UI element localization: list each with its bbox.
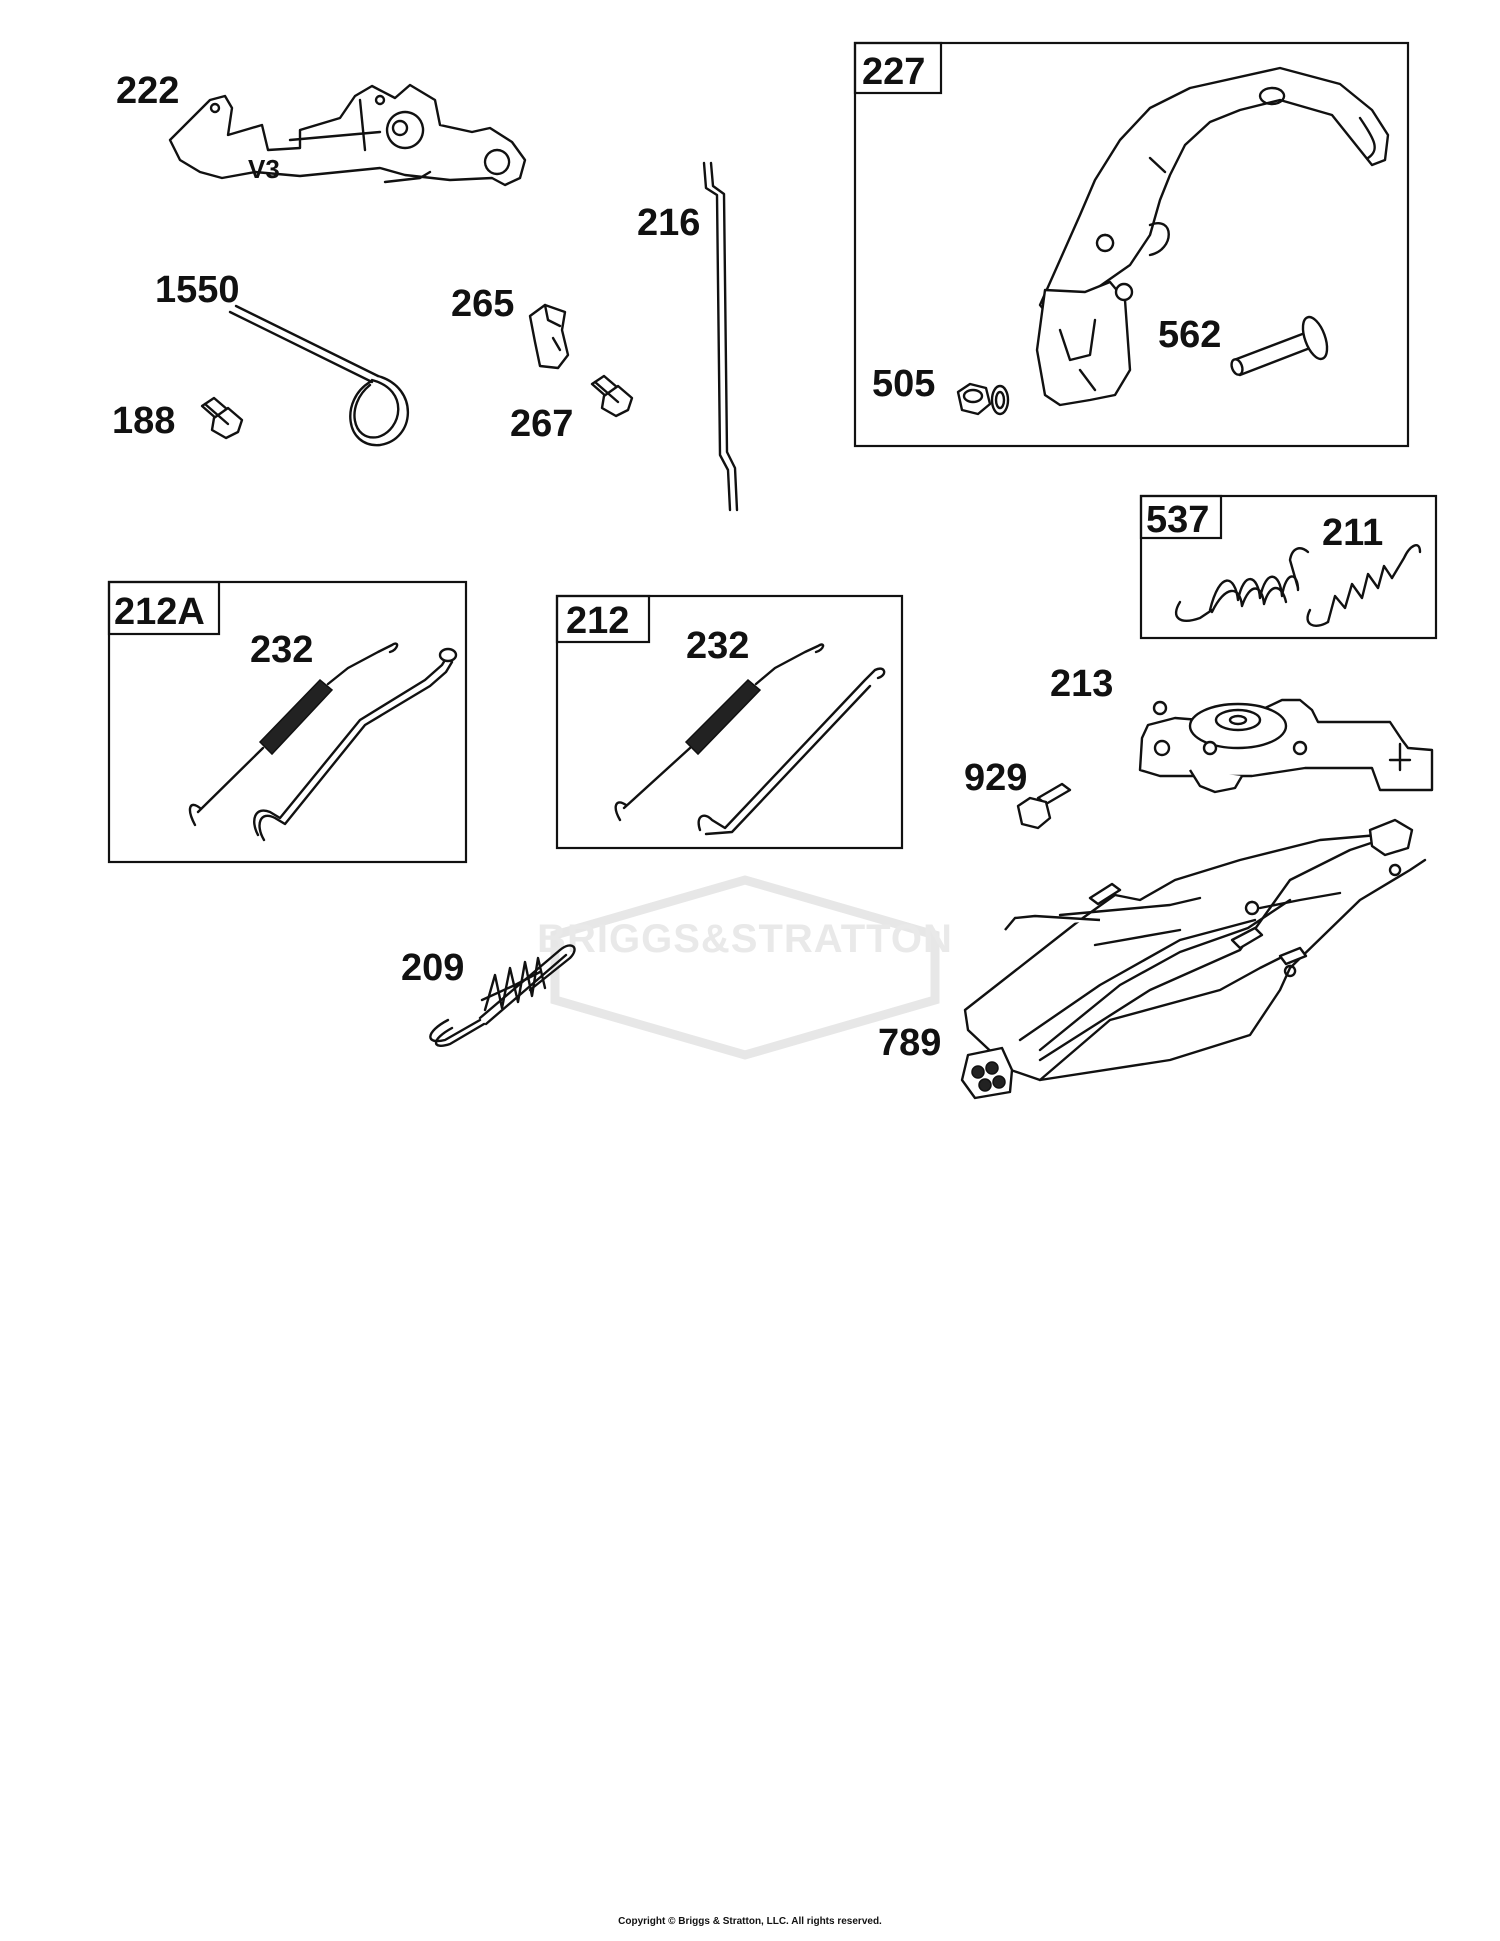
callout-212: 212 [566,600,629,642]
part-929-bolt [1016,782,1072,830]
box-212A [107,580,468,864]
callout-216: 216 [637,202,700,244]
callout-222: 222 [116,70,179,112]
box-537 [1139,494,1438,640]
part-789-wire-harness [960,818,1427,1100]
box-227-label-frame [853,41,943,95]
box-212 [555,594,904,850]
part-265-clip [528,303,570,370]
part-537-spring [1174,547,1310,622]
part-216-rod [702,161,739,512]
callout-213: 213 [1050,663,1113,705]
box-212-label-frame [555,594,651,644]
callout-505: 505 [872,363,935,405]
callout-209: 209 [401,947,464,989]
part-1550-spring-pin [228,304,410,447]
callout-537: 537 [1146,499,1209,541]
label-v3: V3 [248,154,280,184]
part-188-screw [200,396,244,440]
callout-265: 265 [451,283,514,325]
watermark-text: BRIGGS&STRATTON [537,917,953,961]
copyright-notice: Copyright © Briggs & Stratton, LLC. All … [618,1916,882,1927]
part-209-spring [429,944,576,1047]
callout-188: 188 [112,400,175,442]
box-227 [853,41,1410,448]
box-212A-label-frame [107,580,221,636]
part-267-screw [590,374,634,418]
part-212A-rod [253,647,458,842]
part-232-spring-a [188,642,399,827]
part-505-nut-washer [956,382,1010,416]
callout-211: 211 [1322,512,1383,554]
callout-1550: 1550 [155,269,240,311]
callout-929: 929 [964,757,1027,799]
callout-232-a: 232 [250,629,313,671]
callout-267: 267 [510,403,573,445]
part-562-carriage-bolt [1230,315,1329,377]
callout-212A: 212A [114,591,205,633]
part-213-idler-bracket [1138,698,1434,794]
callout-789: 789 [878,1022,941,1064]
callout-562: 562 [1158,314,1221,356]
part-212-rod [697,667,886,836]
box-537-label-frame [1139,494,1223,540]
watermark-logo: BRIGGS&STRATTON [537,875,953,1060]
part-222-control-bracket [168,83,527,187]
part-232-spring-b [614,643,825,822]
part-211-spring [1306,544,1422,627]
part-227-bracket [1035,66,1390,407]
callout-232-b: 232 [686,625,749,667]
callout-227: 227 [862,51,925,93]
